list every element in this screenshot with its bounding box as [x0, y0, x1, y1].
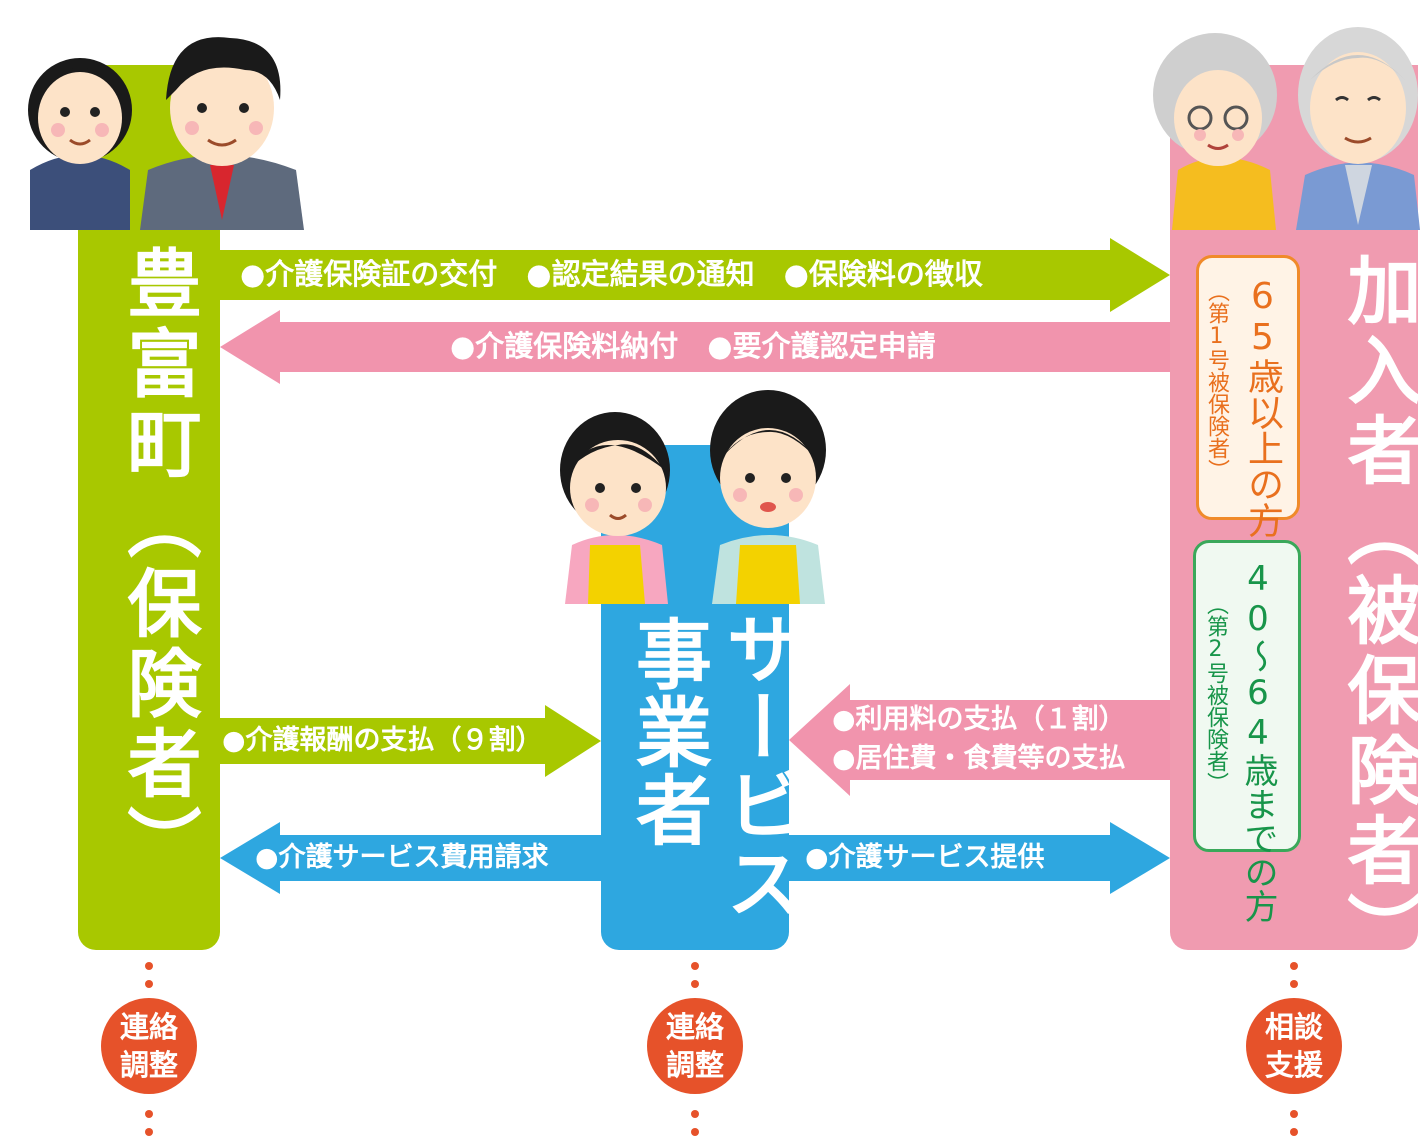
care-worker-people-icon: [560, 390, 826, 604]
arrow-bottom-right-label: ●介護サービス提供: [805, 842, 1045, 873]
provider-label-line2: 事業者: [623, 615, 712, 849]
member-support-circle: 相談 支援: [1246, 998, 1342, 1094]
insurer-circle-line2: 調整: [119, 1048, 178, 1082]
provider-label-line1: サービス: [713, 610, 802, 922]
arrow-mid-right: [220, 705, 601, 777]
arrow-mid-left: [789, 684, 1170, 796]
arrow-bottom-left-label: ●介護サービス費用請求: [255, 842, 549, 873]
arrow-mid-left-label-1: ●利用料の支払（１割）: [832, 704, 1126, 735]
arrow-top-right: [220, 238, 1170, 312]
arrow-mid-left-label-2: ●居住費・食費等の支払: [832, 743, 1126, 774]
arrow-top-left: [220, 310, 1170, 384]
group1-title: 65歳以上の方: [1242, 276, 1283, 538]
group2-title: 40～64歳までの方: [1238, 559, 1278, 923]
group2-box: 40～64歳までの方 （第2号被保険者）: [1193, 540, 1301, 923]
member-circle-line1: 相談: [1264, 1010, 1323, 1044]
member-circle-line2: 支援: [1264, 1048, 1323, 1082]
group1-box: 65歳以上の方 （第1号被保険者）: [1196, 255, 1300, 538]
provider-contact-circle: 連絡 調整: [647, 998, 743, 1094]
arrow-bottom-left: [220, 822, 601, 894]
group2-sub: （第2号被保険者）: [1203, 593, 1228, 794]
insurer-circle-line1: 連絡: [119, 1010, 178, 1044]
arrow-top-left-label: ●介護保険料納付 ●要介護認定申請: [450, 329, 936, 363]
elderly-couple-icon: [1153, 27, 1420, 230]
arrow-mid-right-label: ●介護報酬の支払（９割）: [222, 725, 543, 756]
provider-circle-line2: 調整: [665, 1048, 724, 1082]
group1-sub: （第1号被保険者）: [1204, 280, 1229, 481]
provider-circle-line1: 連絡: [665, 1010, 724, 1044]
staff-people-icon: [28, 37, 304, 230]
arrow-bottom-right: [789, 822, 1170, 894]
insurer-contact-circle: 連絡 調整: [101, 998, 197, 1094]
insurer-label: 豊富町（保険者）: [115, 245, 201, 885]
arrow-top-right-label: ●介護保険証の交付 ●認定結果の通知 ●保険料の徴収: [240, 257, 983, 291]
member-label: 加入者（被保険者）: [1335, 252, 1421, 972]
